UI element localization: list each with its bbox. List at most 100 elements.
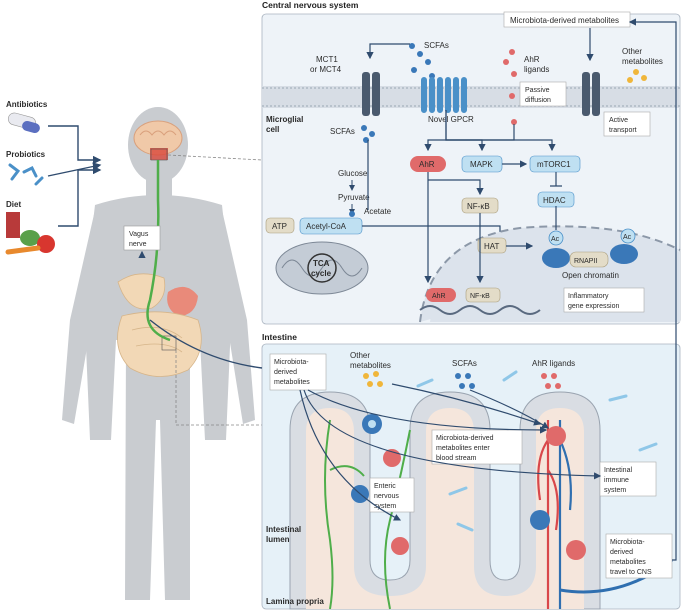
inflammatory-label-1: Inflammatory bbox=[568, 293, 609, 300]
hat-label: HAT bbox=[484, 242, 500, 251]
int-scfas-label: SCFAs bbox=[452, 359, 477, 368]
intestine-metabolites-label-3: metabolites bbox=[274, 379, 310, 386]
int-other-metabolites-label-2: metabolites bbox=[350, 361, 391, 370]
active-transport-label-2: transport bbox=[609, 127, 637, 134]
microglial-label-2: cell bbox=[266, 125, 279, 134]
hat-box: HAT bbox=[477, 237, 507, 254]
probiotics-group: Probiotics bbox=[6, 150, 46, 186]
int-other-metabolites-label-1: Other bbox=[350, 351, 370, 360]
travel-label-4: travel to CNS bbox=[610, 569, 652, 576]
scfa-entry-arrow bbox=[366, 43, 410, 60]
int-ahr-ligands-label: AhR ligands bbox=[532, 359, 575, 368]
lumen-label-2: lumen bbox=[266, 535, 290, 544]
probiotics-label: Probiotics bbox=[6, 150, 46, 159]
enter-blood-label-3: blood stream bbox=[436, 455, 477, 462]
ac-bubble-2: Ac bbox=[620, 228, 636, 244]
ahr-nuclear-box: AhR bbox=[426, 288, 456, 302]
input-arrows bbox=[47, 125, 102, 227]
antibiotics-group: Antibiotics bbox=[6, 100, 48, 134]
int-ahr-dots bbox=[541, 373, 561, 389]
enteric-label-2: nervous bbox=[374, 493, 399, 500]
tca-label-2: cycle bbox=[311, 269, 332, 278]
organs-icon bbox=[117, 273, 202, 377]
pyruvate-label: Pyruvate bbox=[338, 193, 370, 202]
diet-group: Diet bbox=[5, 200, 55, 255]
ahr-ligands-label-2: ligands bbox=[524, 65, 549, 74]
gpcr-icon bbox=[421, 77, 467, 113]
rnapii-label: RNAPII bbox=[574, 258, 597, 265]
mct-transporter-icon bbox=[362, 72, 380, 116]
travel-label-1: Microbiota- bbox=[610, 539, 645, 546]
ac-label-1: Ac bbox=[551, 236, 560, 243]
active-transport-label-1: Active bbox=[609, 117, 628, 124]
novel-gpcr-label: Novel GPCR bbox=[428, 115, 474, 124]
int-other-dots bbox=[363, 371, 383, 387]
intestine-title: Intestine bbox=[262, 332, 297, 342]
glucose-label: Glucose bbox=[338, 169, 368, 178]
mct-label-2: or MCT4 bbox=[310, 65, 342, 74]
vagus-nerve-path bbox=[146, 160, 171, 342]
vagus-nerve-label-2: nerve bbox=[129, 241, 147, 248]
nfkb-box-2: NF-κB bbox=[465, 287, 501, 303]
nfkb-label-1: NF-κB bbox=[467, 202, 490, 211]
mct-label-1: MCT1 bbox=[316, 55, 338, 64]
food-icon bbox=[5, 212, 55, 255]
travel-label-3: metabolites bbox=[610, 559, 646, 566]
scfa-dots-mid bbox=[361, 125, 375, 143]
scfas-top-label: SCFAs bbox=[424, 41, 449, 50]
atp-label: ATP bbox=[272, 222, 287, 231]
travel-cns-box bbox=[605, 533, 673, 579]
gut-to-cns-return-arrow bbox=[628, 18, 677, 561]
mtorc1-inhibits-hdac bbox=[550, 172, 562, 187]
other-metabolite-dots bbox=[627, 69, 647, 83]
brain-icon bbox=[133, 120, 183, 161]
other-metabolites-label-2: metabolites bbox=[622, 57, 663, 66]
intestine-metabolites-label-1: Microbiota- bbox=[274, 359, 309, 366]
tca-label-1: TCA bbox=[313, 259, 330, 268]
villi-epithelium bbox=[289, 391, 601, 610]
passive-diffusion-label-2: diffusion bbox=[525, 97, 551, 104]
brain-connector bbox=[167, 154, 263, 161]
int-scfa-dots bbox=[455, 373, 475, 389]
travel-label-2: derived bbox=[610, 549, 633, 556]
ac-bubble-1: Ac bbox=[548, 230, 564, 246]
acetyl-coa-label: Acetyl-CoA bbox=[306, 222, 347, 231]
immune-label-2: immune bbox=[604, 477, 629, 484]
atp-box: ATP bbox=[265, 217, 295, 234]
cns-title: Central nervous system bbox=[262, 0, 359, 10]
gut-to-intestine-link bbox=[149, 319, 263, 369]
immune-system-box bbox=[599, 461, 657, 497]
hdac-label: HDAC bbox=[543, 196, 566, 205]
dna-strand bbox=[419, 305, 541, 315]
ahr-label: AhR bbox=[419, 160, 435, 169]
inflammatory-label-2: gene expression bbox=[568, 303, 619, 310]
mitochondrion-icon bbox=[275, 241, 369, 295]
gut-connector bbox=[175, 350, 262, 426]
cell-membrane bbox=[262, 86, 680, 108]
active-transport-box bbox=[603, 111, 651, 137]
nucleosome-icons bbox=[542, 244, 638, 268]
acetyl-coa-box: Acetyl-CoA bbox=[299, 217, 363, 235]
lumen-label-1: Intestinal bbox=[266, 525, 301, 534]
enter-blood-label-1: Microbiota-derived bbox=[436, 435, 494, 442]
ahr-ligand-dots bbox=[503, 49, 517, 125]
mtorc1-label: mTORC1 bbox=[537, 160, 571, 169]
mapk-label: MAPK bbox=[470, 160, 493, 169]
mtorc1-box: mTORC1 bbox=[529, 155, 581, 173]
intestine-metabolites-box bbox=[269, 353, 327, 391]
inflammatory-box bbox=[563, 287, 645, 313]
open-chromatin-label: Open chromatin bbox=[562, 271, 619, 280]
intestine-arrows bbox=[299, 383, 602, 521]
ac-label-2: Ac bbox=[623, 234, 632, 241]
vagus-nerve-label-1: Vagus bbox=[129, 231, 149, 238]
hdac-box: HDAC bbox=[537, 191, 575, 208]
other-metabolites-label-1: Other bbox=[622, 47, 642, 56]
microglial-label-1: Microglial bbox=[266, 115, 303, 124]
ahr-nuclear-label: AhR bbox=[432, 293, 446, 300]
ahr-box: AhR bbox=[410, 156, 446, 172]
cns-signal-arrows bbox=[424, 110, 556, 284]
antibiotics-label: Antibiotics bbox=[6, 100, 48, 109]
enter-blood-label-2: metabolites enter bbox=[436, 445, 490, 452]
enteric-nerves bbox=[324, 419, 411, 610]
